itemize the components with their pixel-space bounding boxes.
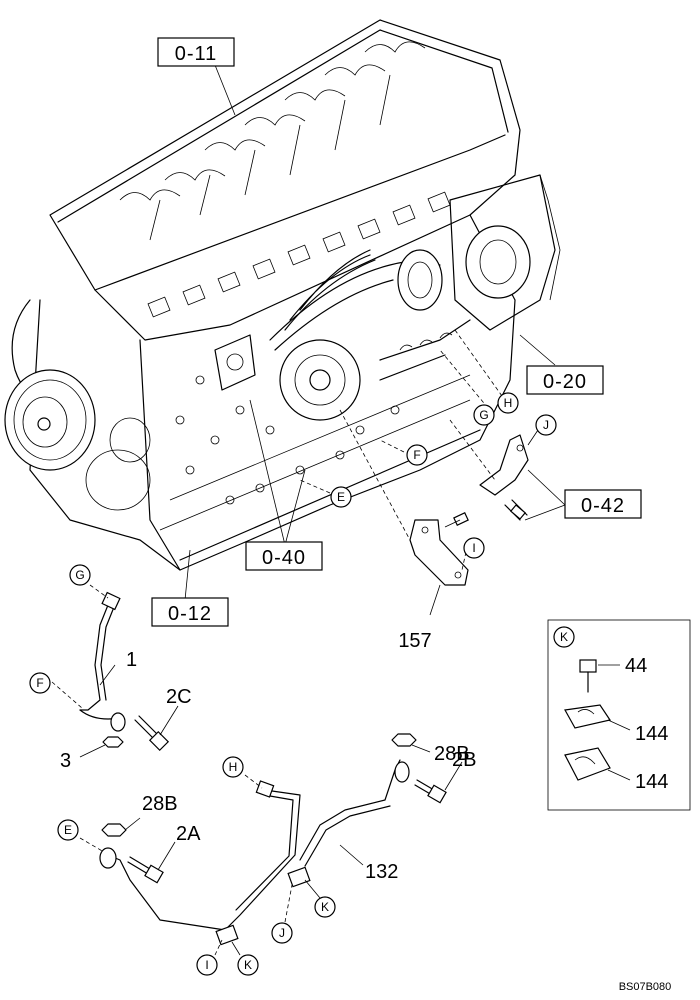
- callout-J-top[interactable]: J: [535, 414, 557, 436]
- bracket-J: [479, 434, 529, 521]
- callout-H-top[interactable]: H: [497, 392, 519, 414]
- callout-E-low[interactable]: E: [57, 819, 79, 841]
- part-1: 1: [126, 649, 137, 671]
- bolt-2A: [127, 856, 164, 884]
- svg-text:K: K: [560, 630, 568, 644]
- clamp-144a: [564, 704, 611, 729]
- callout-K-low1[interactable]: K: [314, 896, 336, 918]
- ref-0-12-label: 0-12: [168, 603, 212, 625]
- turbo-housing: [449, 174, 561, 331]
- part-28B-lower: 28B: [142, 793, 178, 815]
- pipe-1: [79, 591, 126, 748]
- part-2C: 2C: [166, 686, 192, 708]
- svg-text:J: J: [279, 926, 285, 940]
- clamp-144b: [564, 747, 611, 781]
- callout-F-top[interactable]: F: [406, 444, 428, 466]
- callout-E-top[interactable]: E: [330, 486, 352, 508]
- callout-I-low[interactable]: I: [196, 954, 218, 976]
- callout-J-low[interactable]: J: [271, 922, 293, 944]
- svg-text:J: J: [543, 418, 549, 432]
- svg-text:F: F: [36, 676, 43, 690]
- part-28B-upper: 28B: [434, 743, 470, 765]
- part-132: 132: [365, 861, 398, 883]
- svg-text:G: G: [479, 408, 488, 422]
- svg-text:E: E: [337, 490, 345, 504]
- pipe-132: [99, 759, 410, 946]
- ref-0-42-label: 0-42: [581, 495, 625, 517]
- ref-0-11[interactable]: 0-11: [157, 37, 235, 67]
- svg-text:F: F: [413, 448, 420, 462]
- inset-box: [547, 619, 691, 811]
- engine-block: [4, 19, 561, 571]
- svg-text:H: H: [504, 396, 513, 410]
- callout-K-low2[interactable]: K: [237, 954, 259, 976]
- part-157: 157: [398, 630, 431, 652]
- bolt-2C: [134, 715, 170, 752]
- ref-0-20-label: 0-20: [543, 371, 587, 393]
- callout-K-inset[interactable]: K: [553, 626, 575, 648]
- part-3: 3: [60, 750, 71, 772]
- svg-text:G: G: [75, 568, 84, 582]
- bolt-2B: [414, 779, 447, 804]
- injection-pump-area: [269, 249, 471, 421]
- callout-F-low[interactable]: F: [29, 672, 51, 694]
- svg-text:K: K: [321, 900, 329, 914]
- svg-text:E: E: [64, 823, 72, 837]
- part-144-a: 144: [635, 723, 668, 745]
- callout-H-low[interactable]: H: [222, 756, 244, 778]
- ref-0-11-label: 0-11: [175, 43, 218, 65]
- bracket-157: [409, 512, 469, 586]
- ref-0-12[interactable]: 0-12: [151, 597, 229, 627]
- ref-0-40-label: 0-40: [262, 547, 306, 569]
- svg-text:I: I: [472, 541, 475, 555]
- part-144-b: 144: [635, 771, 668, 793]
- callout-G-top[interactable]: G: [473, 404, 495, 426]
- drawing-code: BS07B080: [619, 981, 672, 993]
- callout-G-low[interactable]: G: [69, 564, 91, 586]
- svg-text:I: I: [205, 958, 208, 972]
- svg-text:K: K: [244, 958, 252, 972]
- crank-pulley: [4, 369, 96, 471]
- part-2B-label: 2B: [452, 749, 476, 771]
- callout-I-top[interactable]: I: [463, 537, 485, 559]
- washer-28B: [101, 733, 417, 837]
- leader-lines: [51, 64, 631, 956]
- part-2A: 2A: [176, 823, 201, 845]
- bolt-44: [579, 659, 597, 693]
- svg-text:H: H: [229, 760, 238, 774]
- ref-0-20[interactable]: 0-20: [526, 365, 604, 395]
- ref-0-42[interactable]: 0-42: [564, 489, 642, 519]
- ref-0-40[interactable]: 0-40: [245, 541, 323, 571]
- part-44: 44: [625, 655, 647, 677]
